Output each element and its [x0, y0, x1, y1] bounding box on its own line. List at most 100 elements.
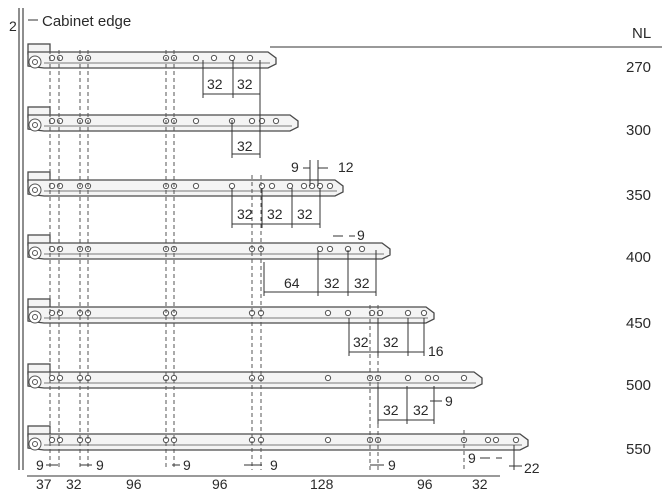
spacing-label: 128 — [310, 476, 334, 492]
screw-hole — [56, 374, 64, 382]
screw-hole — [492, 436, 500, 444]
nl-value: 350 — [626, 187, 651, 204]
screw-hole — [210, 54, 218, 62]
screw-hole — [326, 182, 334, 190]
roller-hub — [32, 250, 38, 256]
screw-hole — [192, 54, 200, 62]
dim-label: 32 — [353, 334, 369, 350]
drawer-rail — [27, 234, 391, 260]
bottom-offsets: 9 9 9 9 9 — [36, 457, 396, 473]
roller-hub — [32, 314, 38, 320]
drawer-rail — [27, 363, 483, 389]
dim-label: 64 — [284, 275, 300, 291]
dim-label: 16 — [428, 343, 444, 359]
screw-hole — [324, 436, 332, 444]
offset-label: 9 — [270, 457, 278, 473]
screw-hole — [48, 182, 56, 190]
rail-body — [27, 179, 344, 197]
spacing-label: 96 — [126, 476, 142, 492]
screw-hole — [344, 309, 352, 317]
screw-hole — [56, 309, 64, 317]
screw-hole — [48, 309, 56, 317]
offset-label: 9 — [36, 457, 44, 473]
screw-hole — [316, 245, 324, 253]
screw-hole — [56, 117, 64, 125]
screw-hole — [300, 182, 308, 190]
offset-label: 9 — [96, 457, 104, 473]
dim-label: 32 — [354, 275, 370, 291]
spacing-label: 96 — [212, 476, 228, 492]
dim-label: 9 — [357, 227, 365, 243]
nl-value: 500 — [626, 377, 651, 394]
rail-500-dims: 32 32 9 — [377, 386, 453, 424]
bottom-spacings: 37 32 96 96 128 96 32 — [27, 475, 500, 492]
rail-body — [27, 51, 277, 69]
dim-label: 22 — [524, 460, 540, 476]
spacing-label: 96 — [417, 476, 433, 492]
dim-label: 9 — [468, 450, 476, 466]
roller-hub — [32, 379, 38, 385]
screw-hole — [56, 54, 64, 62]
rail-550-dims: 9 22 — [468, 445, 540, 476]
nl-value: 270 — [626, 59, 651, 76]
screw-hole — [48, 117, 56, 125]
dim-label: 32 — [297, 206, 313, 222]
dim-label: 9 — [445, 393, 453, 409]
screw-hole — [326, 245, 334, 253]
dim-label: 32 — [237, 138, 253, 154]
screw-hole — [308, 182, 316, 190]
screw-hole — [404, 309, 412, 317]
rail-400-dims: 9 64 32 32 — [263, 227, 377, 296]
rail-body — [27, 433, 529, 451]
rail-350-dims: 9 12 32 32 32 — [231, 159, 354, 228]
dim-label: 9 — [291, 159, 299, 175]
corner-dimension: 2 — [9, 18, 17, 34]
dim-label: 32 — [207, 76, 223, 92]
spacing-label: 37 — [36, 476, 52, 492]
screw-hole — [324, 309, 332, 317]
screw-hole — [484, 436, 492, 444]
screw-hole — [248, 117, 256, 125]
screw-hole — [460, 374, 468, 382]
roller-hub — [32, 441, 38, 447]
drawer-rail — [27, 106, 299, 132]
screw-hole — [56, 182, 64, 190]
rail-450-dims: 32 32 16 — [348, 318, 444, 359]
rails-group — [27, 43, 529, 451]
dim-label: 32 — [324, 275, 340, 291]
drawer-rail — [27, 171, 344, 197]
drawer-rail — [27, 425, 529, 451]
screw-hole — [420, 309, 428, 317]
nl-value: 550 — [626, 441, 651, 458]
offset-label: 9 — [183, 457, 191, 473]
screw-hole — [324, 374, 332, 382]
nl-value: 450 — [626, 315, 651, 332]
dim-label: 32 — [237, 76, 253, 92]
screw-hole — [258, 182, 266, 190]
screw-hole — [228, 54, 236, 62]
dim-label: 12 — [338, 159, 354, 175]
screw-hole — [246, 54, 254, 62]
dim-label: 32 — [383, 402, 399, 418]
dim-label: 32 — [237, 206, 253, 222]
screw-hole — [192, 182, 200, 190]
screw-hole — [56, 436, 64, 444]
screw-hole — [192, 117, 200, 125]
rail-300-dims: 32 — [231, 60, 261, 158]
screw-hole — [48, 245, 56, 253]
roller-hub — [32, 59, 38, 65]
screw-hole — [358, 245, 366, 253]
screw-hole — [512, 436, 520, 444]
screw-hole — [48, 54, 56, 62]
screw-hole — [56, 245, 64, 253]
roller-hub — [32, 187, 38, 193]
screw-hole — [228, 182, 236, 190]
screw-hole — [376, 309, 384, 317]
roller-hub — [32, 122, 38, 128]
cabinet-edge-label: Cabinet edge — [42, 13, 131, 30]
alignment-lines — [49, 50, 465, 470]
screw-hole — [48, 374, 56, 382]
dim-label: 32 — [413, 402, 429, 418]
screw-hole — [424, 374, 432, 382]
